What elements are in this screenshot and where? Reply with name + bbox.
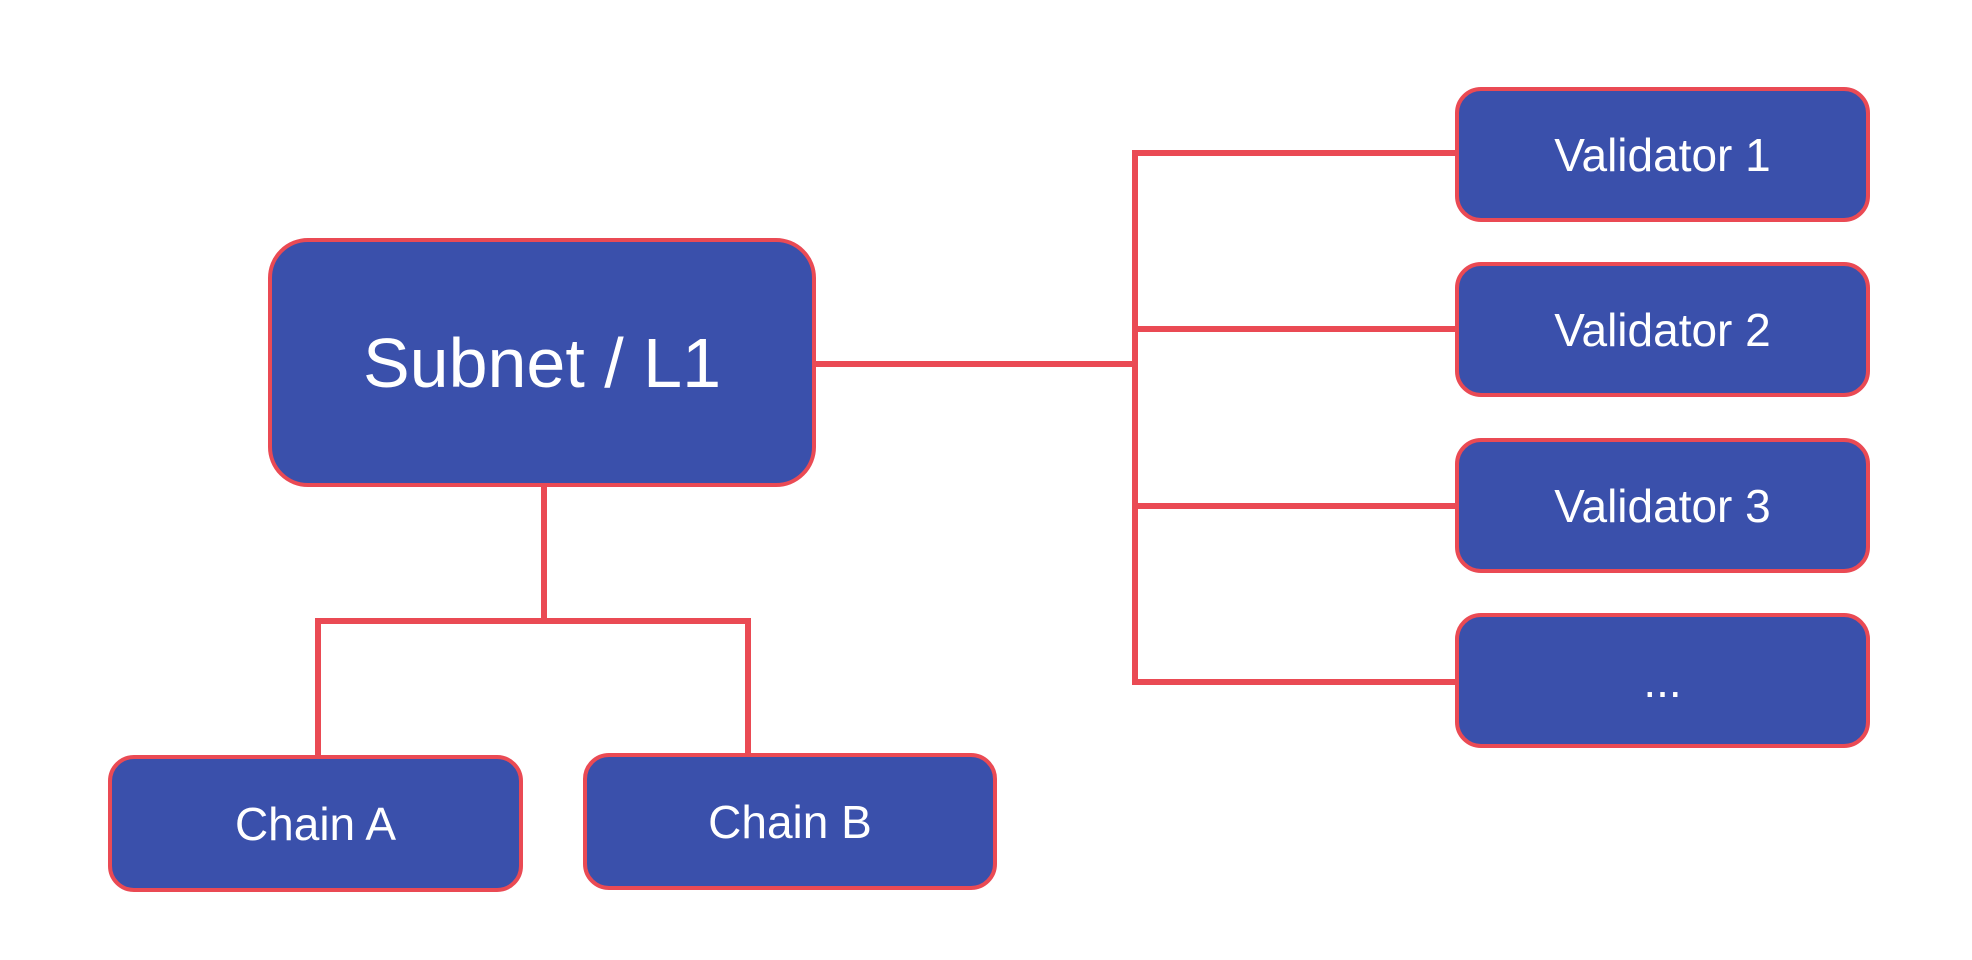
chain-b-node: Chain B bbox=[583, 753, 997, 890]
validator-1-node-label: Validator 1 bbox=[1554, 128, 1771, 181]
subnet-node-label: Subnet / L1 bbox=[362, 323, 722, 402]
validator-3-node: Validator 3 bbox=[1455, 438, 1870, 573]
connector-branch-validator-3 bbox=[1132, 503, 1455, 509]
validator-3-node-label: Validator 3 bbox=[1554, 479, 1771, 532]
chain-a-node: Chain A bbox=[108, 755, 523, 892]
chain-b-node-label: Chain B bbox=[708, 795, 872, 848]
validator-ellipsis-node: ... bbox=[1455, 613, 1870, 748]
connector-chain-bar bbox=[315, 618, 751, 624]
validator-2-node-label: Validator 2 bbox=[1554, 303, 1771, 356]
connector-branch-validator-more bbox=[1132, 679, 1455, 685]
validator-ellipsis-node-label: ... bbox=[1643, 654, 1682, 707]
validator-1-node: Validator 1 bbox=[1455, 87, 1870, 222]
validator-2-node: Validator 2 bbox=[1455, 262, 1870, 397]
subnet-node: Subnet / L1 bbox=[268, 238, 816, 487]
connector-subnet-to-trunk bbox=[814, 361, 1138, 367]
connector-branch-validator-1 bbox=[1132, 150, 1455, 156]
chain-a-node-label: Chain A bbox=[234, 797, 397, 850]
connector-drop-chain-a bbox=[315, 618, 321, 758]
connector-drop-chain-b bbox=[745, 618, 751, 756]
connector-subnet-to-chain-bar bbox=[541, 485, 547, 624]
connector-validator-trunk bbox=[1132, 150, 1138, 685]
connector-branch-validator-2 bbox=[1132, 326, 1455, 332]
